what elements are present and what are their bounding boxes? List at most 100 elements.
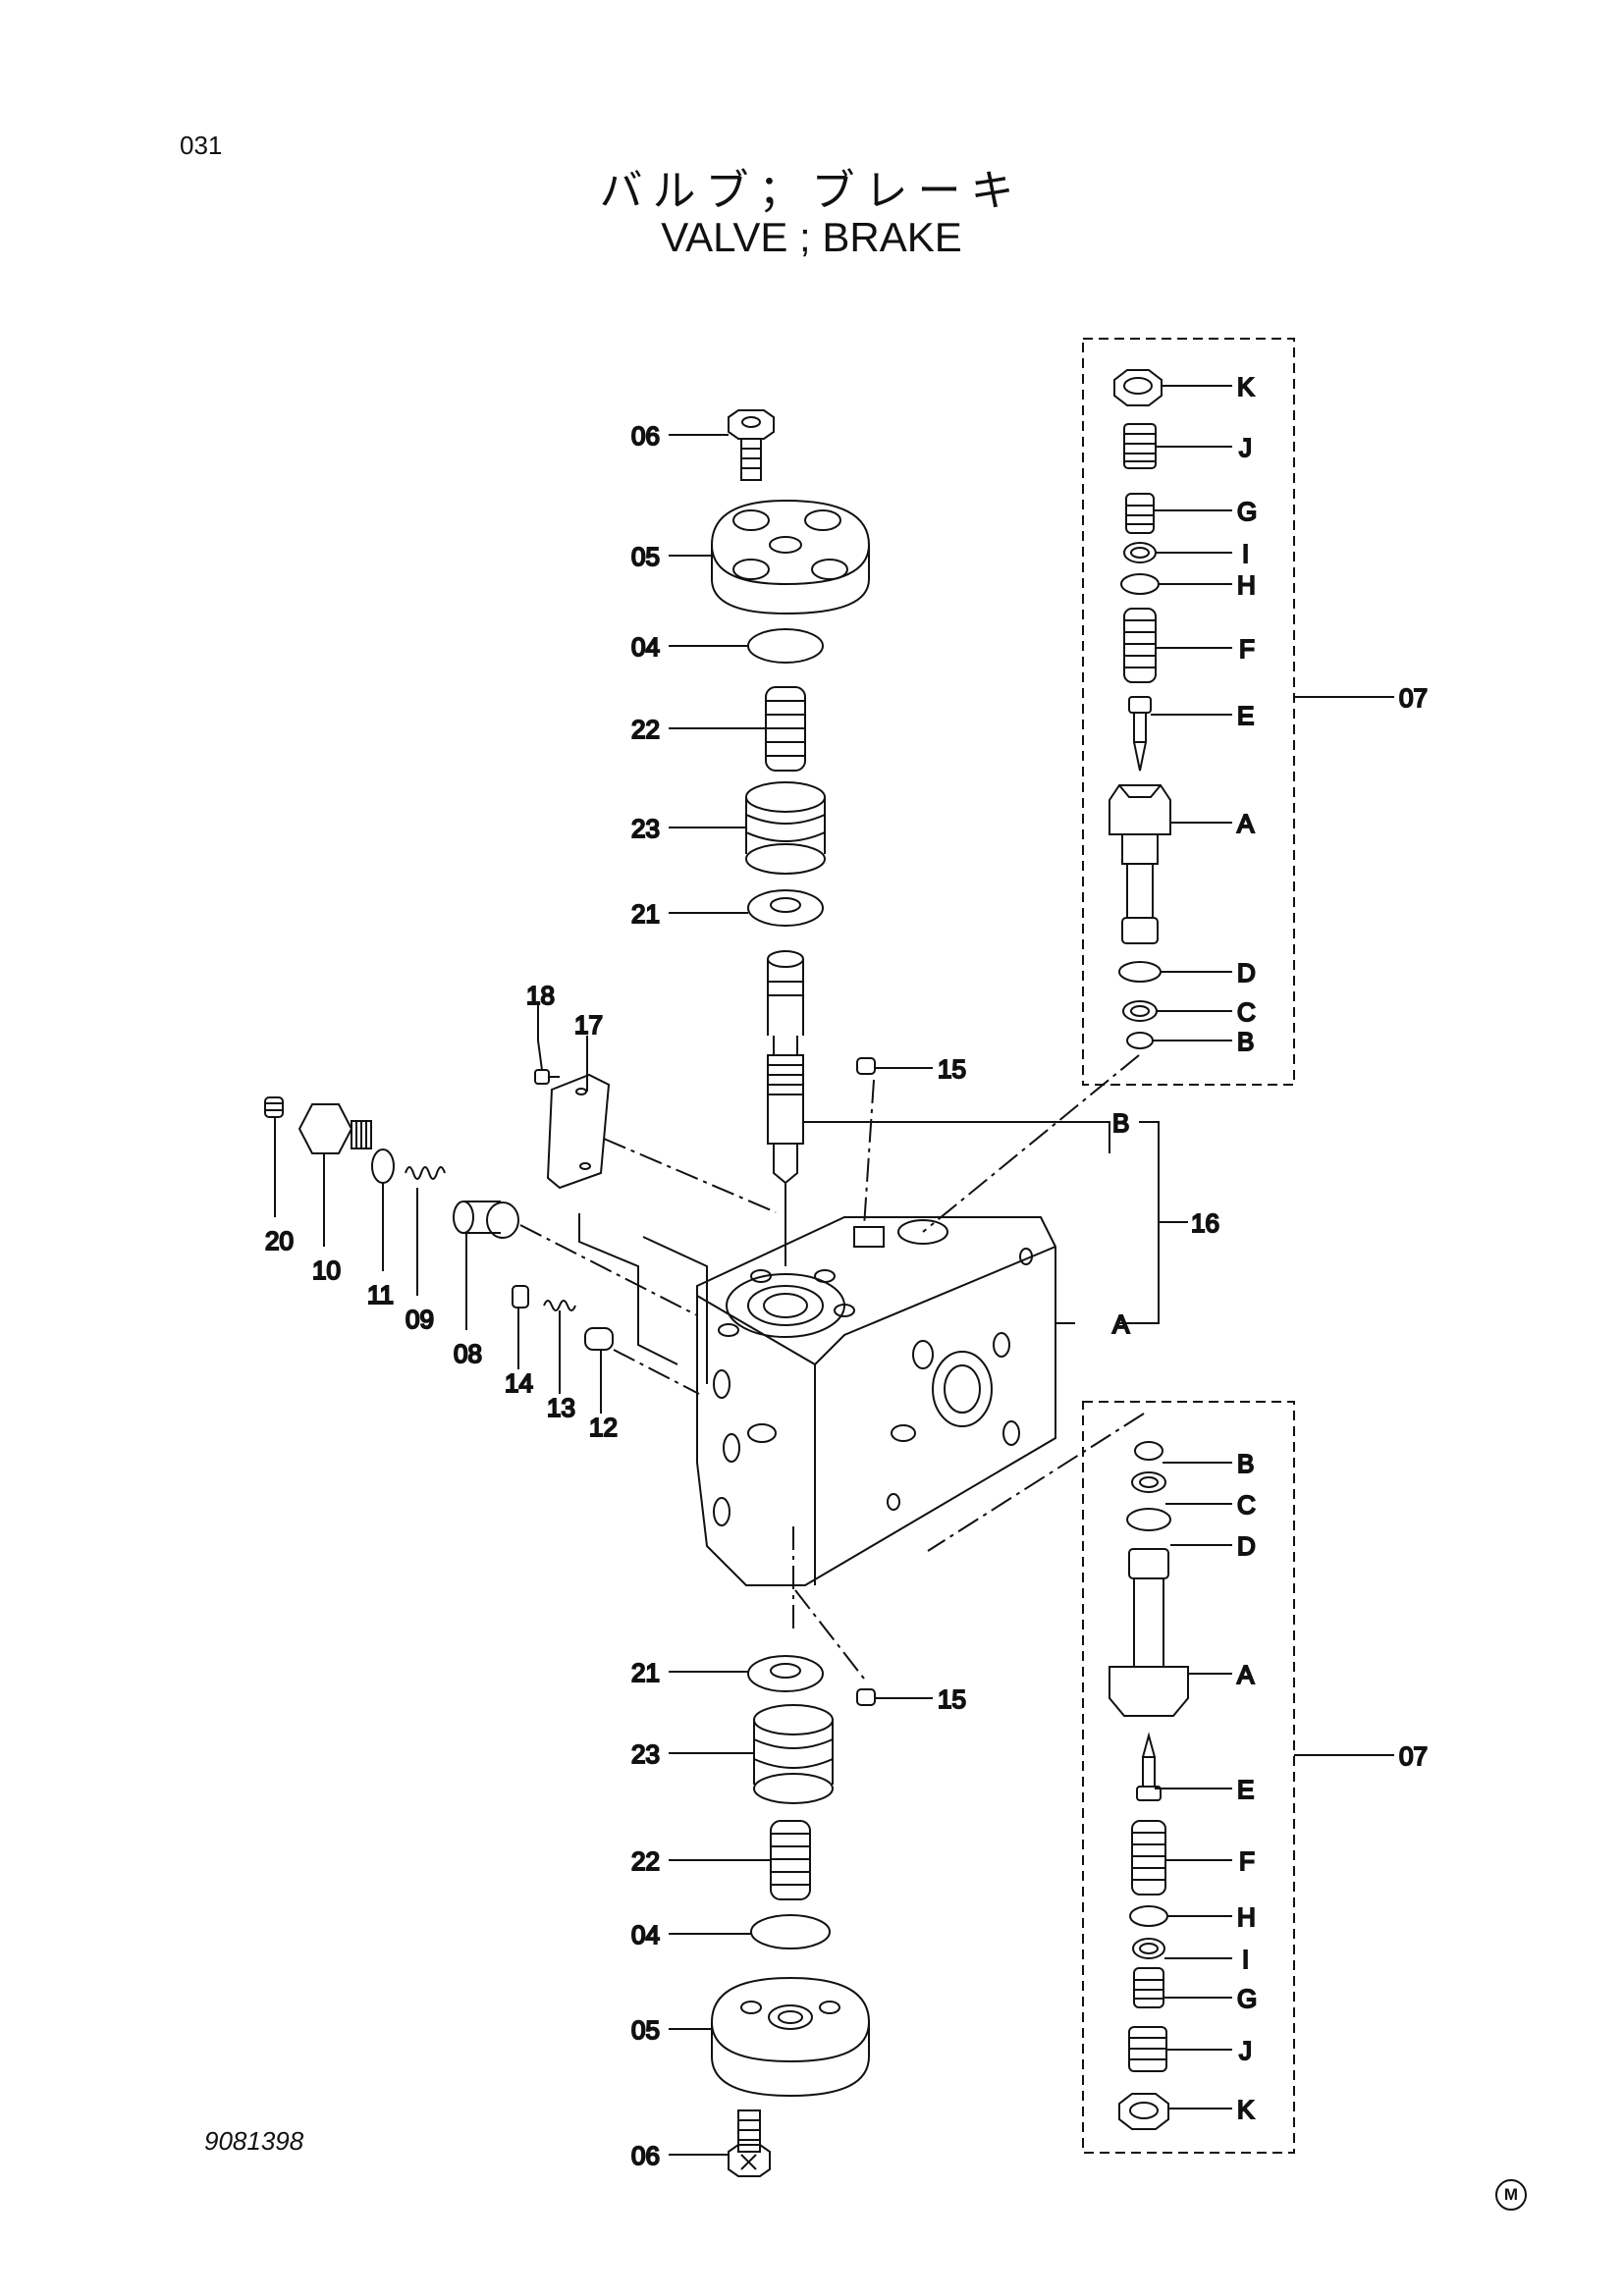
lower-bolt-06 (728, 2109, 771, 2177)
upper-kit-I-ring (1123, 542, 1157, 563)
callout-21-top: 21 (631, 899, 660, 929)
upper-kit-E-poppet (1128, 696, 1152, 772)
center-lines (519, 1054, 1145, 1680)
upper-kit-box (1082, 338, 1295, 1086)
callout-07-upper: 07 (1399, 683, 1428, 713)
lower-kit-label-A: A (1237, 1660, 1255, 1689)
upper-kit-D-oring (1118, 961, 1162, 983)
plug-20 (264, 1096, 284, 1118)
spring-09 (405, 1166, 446, 1180)
callout-16: 16 (1191, 1208, 1219, 1238)
upper-kit-label-I: I (1242, 539, 1249, 568)
lower-kit-label-B: B (1237, 1449, 1254, 1478)
lower-kit-H-oring (1129, 1905, 1168, 1927)
callout-06-top: 06 (631, 421, 660, 451)
callout-15-bottom: 15 (938, 1684, 966, 1714)
lower-kit-G-seat (1133, 1967, 1164, 2008)
lower-spring-23 (753, 1704, 834, 1804)
upper-kit-J-plug (1123, 423, 1157, 469)
upper-kit-label-K: K (1237, 372, 1255, 401)
upper-kit-A-body (1109, 784, 1171, 944)
callout-10: 10 (312, 1255, 341, 1285)
upper-kit-label-F: F (1239, 634, 1255, 664)
drawing-number: 9081398 (204, 2126, 304, 2156)
upper-kit-label-B: B (1237, 1027, 1254, 1056)
callout-06-bottom: 06 (631, 2141, 660, 2170)
callout-05-top: 05 (631, 542, 660, 571)
lower-kit-I-ring (1132, 1938, 1165, 1959)
lower-spring-22 (770, 1820, 811, 1900)
oring-11 (371, 1148, 395, 1184)
upper-kit-G-seat (1125, 493, 1155, 534)
upper-spring-23 (745, 781, 826, 875)
leader-lines (274, 434, 1188, 2156)
screw-18 (534, 1069, 560, 1085)
lower-kit-label-K: K (1237, 2095, 1255, 2124)
upper-kit-K-nut (1113, 369, 1163, 406)
lower-kit-D-oring (1126, 1508, 1171, 1531)
callout-21-bottom: 21 (631, 1658, 660, 1687)
upper-kit-label-C: C (1237, 997, 1256, 1027)
plug-15-top (856, 1057, 876, 1075)
upper-kit-H-oring (1120, 573, 1160, 595)
upper-kit-label-G: G (1237, 497, 1257, 526)
upper-kit-I-ring-inner (1130, 547, 1150, 559)
callout-20: 20 (265, 1226, 294, 1255)
lower-kit-label-E: E (1237, 1775, 1254, 1804)
callout-13: 13 (547, 1393, 575, 1422)
callout-05-bottom: 05 (631, 2015, 660, 2045)
piston-08 (453, 1201, 519, 1239)
plug-15-bottom (856, 1688, 876, 1706)
lower-kit-label-C: C (1237, 1490, 1256, 1520)
upper-kit-leaders (1151, 385, 1394, 1041)
callout-A-body: A (1112, 1309, 1130, 1339)
callout-09: 09 (406, 1305, 434, 1334)
valve-body (696, 1216, 1056, 1586)
lower-kit-I-ring-inner (1139, 1943, 1159, 1954)
callout-23-bottom: 23 (631, 1739, 660, 1769)
upper-bolt-06 (728, 409, 775, 481)
lower-kit-B-oring (1134, 1441, 1163, 1461)
plug-10 (298, 1103, 372, 1154)
cover-17 (546, 1073, 611, 1190)
lower-kit-C-ring-inner (1139, 1476, 1159, 1488)
callout-18: 18 (526, 981, 555, 1010)
callout-15-top: 15 (938, 1054, 966, 1084)
lower-kit-leaders (1155, 1462, 1394, 2109)
lower-kit-label-J: J (1239, 2036, 1252, 2065)
callout-B-body: B (1112, 1108, 1129, 1138)
plug-14 (512, 1285, 529, 1308)
upper-cover-05 (711, 499, 870, 615)
callout-22-bottom: 22 (631, 1846, 660, 1876)
upper-kit-label-A: A (1237, 809, 1255, 838)
callout-23-top: 23 (631, 814, 660, 843)
spool (767, 950, 804, 1266)
lower-kit-label-I: I (1242, 1945, 1249, 1974)
spring-13 (543, 1300, 576, 1311)
lower-kit-E-poppet (1136, 1732, 1162, 1801)
lower-kit-label-F: F (1239, 1846, 1255, 1876)
lower-oring-04 (750, 1914, 831, 1949)
circled-m-mark: M (1495, 2179, 1527, 2211)
callout-04-top: 04 (631, 632, 660, 662)
upper-kit-label-J: J (1239, 433, 1252, 462)
lower-kit-F-spring (1131, 1820, 1166, 1896)
callout-22-top: 22 (631, 715, 660, 744)
callout-08: 08 (454, 1339, 482, 1368)
lower-kit-K-nut (1118, 2093, 1169, 2130)
upper-kit-label-H: H (1237, 570, 1256, 600)
upper-kit-B-oring (1126, 1032, 1154, 1049)
lower-kit-label-D: D (1237, 1531, 1256, 1561)
callout-17: 17 (574, 1010, 603, 1040)
lower-kit-J-plug (1128, 2026, 1167, 2072)
upper-spring-22 (765, 686, 806, 772)
callout-14: 14 (505, 1368, 533, 1398)
pin-12 (584, 1327, 614, 1351)
upper-kit-label-E: E (1237, 701, 1254, 730)
lower-kit-label-G: G (1237, 1984, 1257, 2013)
lower-cover-05 (711, 1976, 870, 2098)
title-english: VALVE ; BRAKE (661, 214, 962, 260)
page-number: 031 (180, 131, 223, 160)
upper-washer-21 (747, 889, 824, 927)
